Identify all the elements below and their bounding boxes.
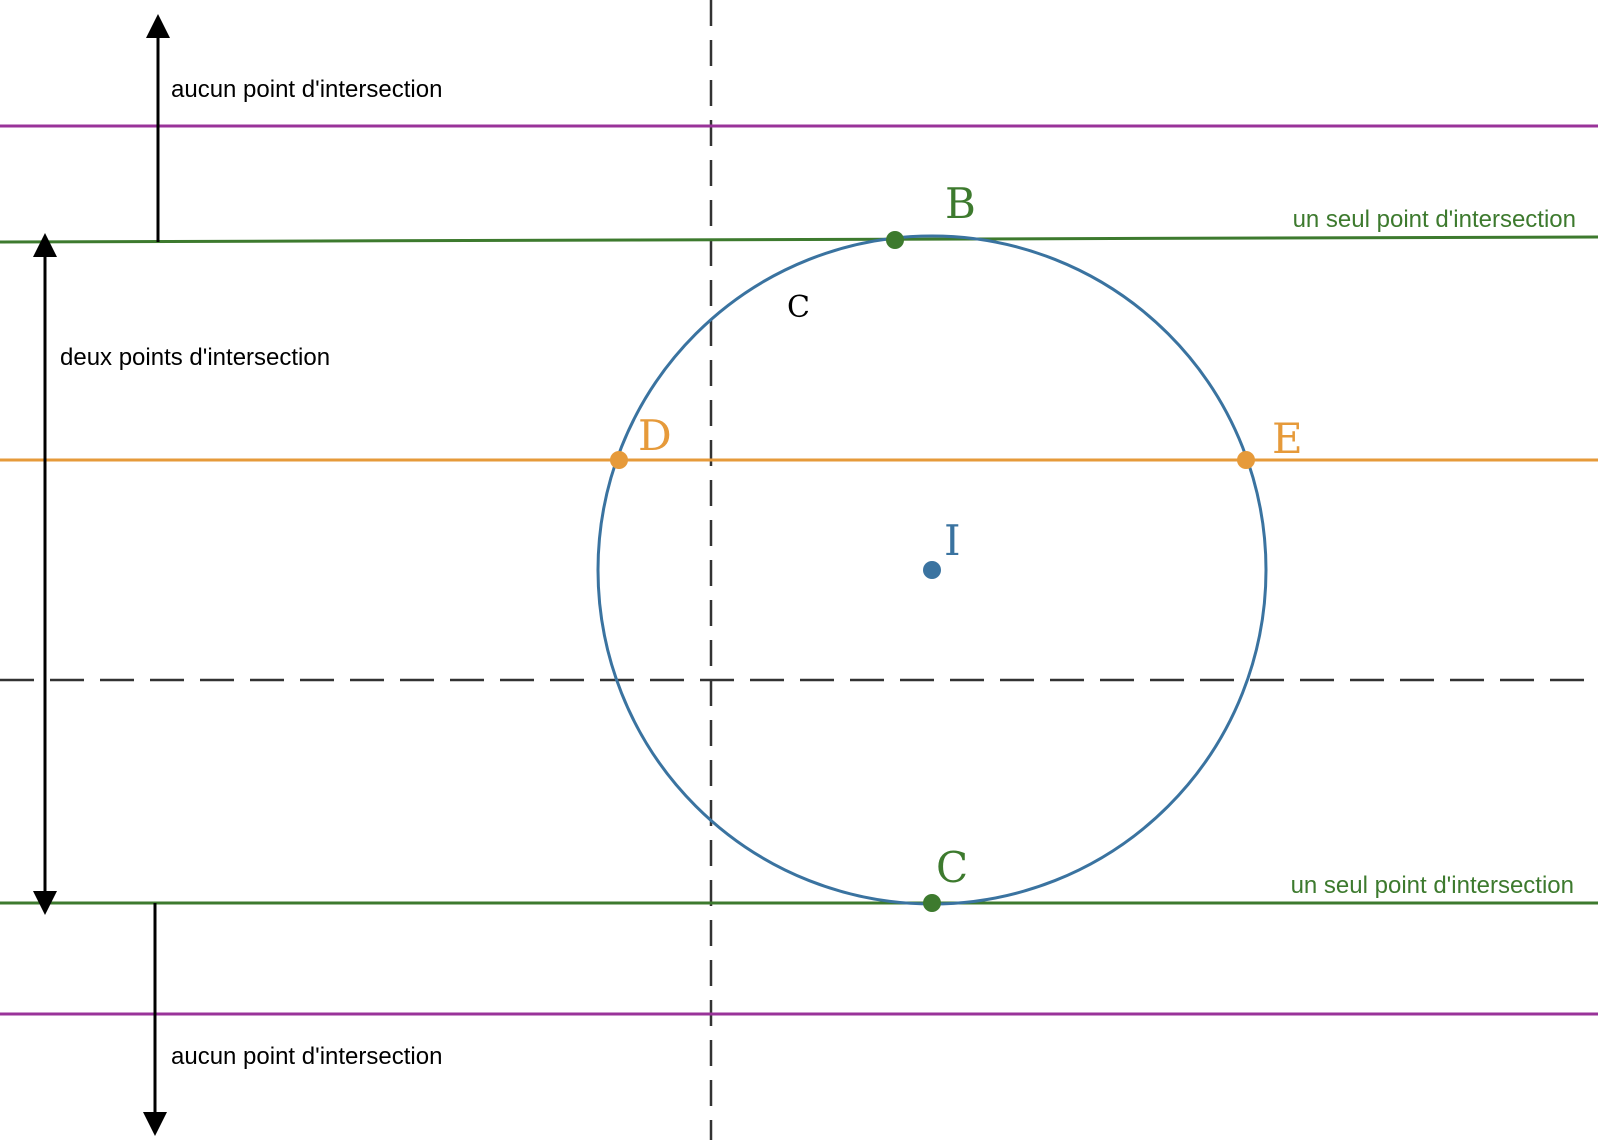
bottom-region-label: aucun point d'intersection (171, 1043, 442, 1070)
top-region-label: aucun point d'intersection (171, 76, 442, 103)
point-c-dot (923, 894, 941, 912)
point-d-label: D (638, 411, 672, 460)
point-b-label: B (945, 179, 976, 228)
point-c-label: C (936, 843, 968, 892)
middle-region-label: deux points d'intersection (60, 344, 330, 371)
circle-name-label: C (787, 290, 810, 325)
green-tangent-top (0, 235, 1598, 244)
point-i-label: I (944, 516, 961, 565)
point-e-dot (1237, 451, 1255, 469)
tangent-top-label: un seul point d'intersection (1293, 206, 1576, 233)
tangent-bottom-label: un seul point d'intersection (1291, 872, 1574, 899)
point-d-dot (610, 451, 628, 469)
point-e-label: E (1272, 414, 1303, 463)
point-i-dot (923, 561, 941, 579)
point-b-dot (886, 231, 904, 249)
